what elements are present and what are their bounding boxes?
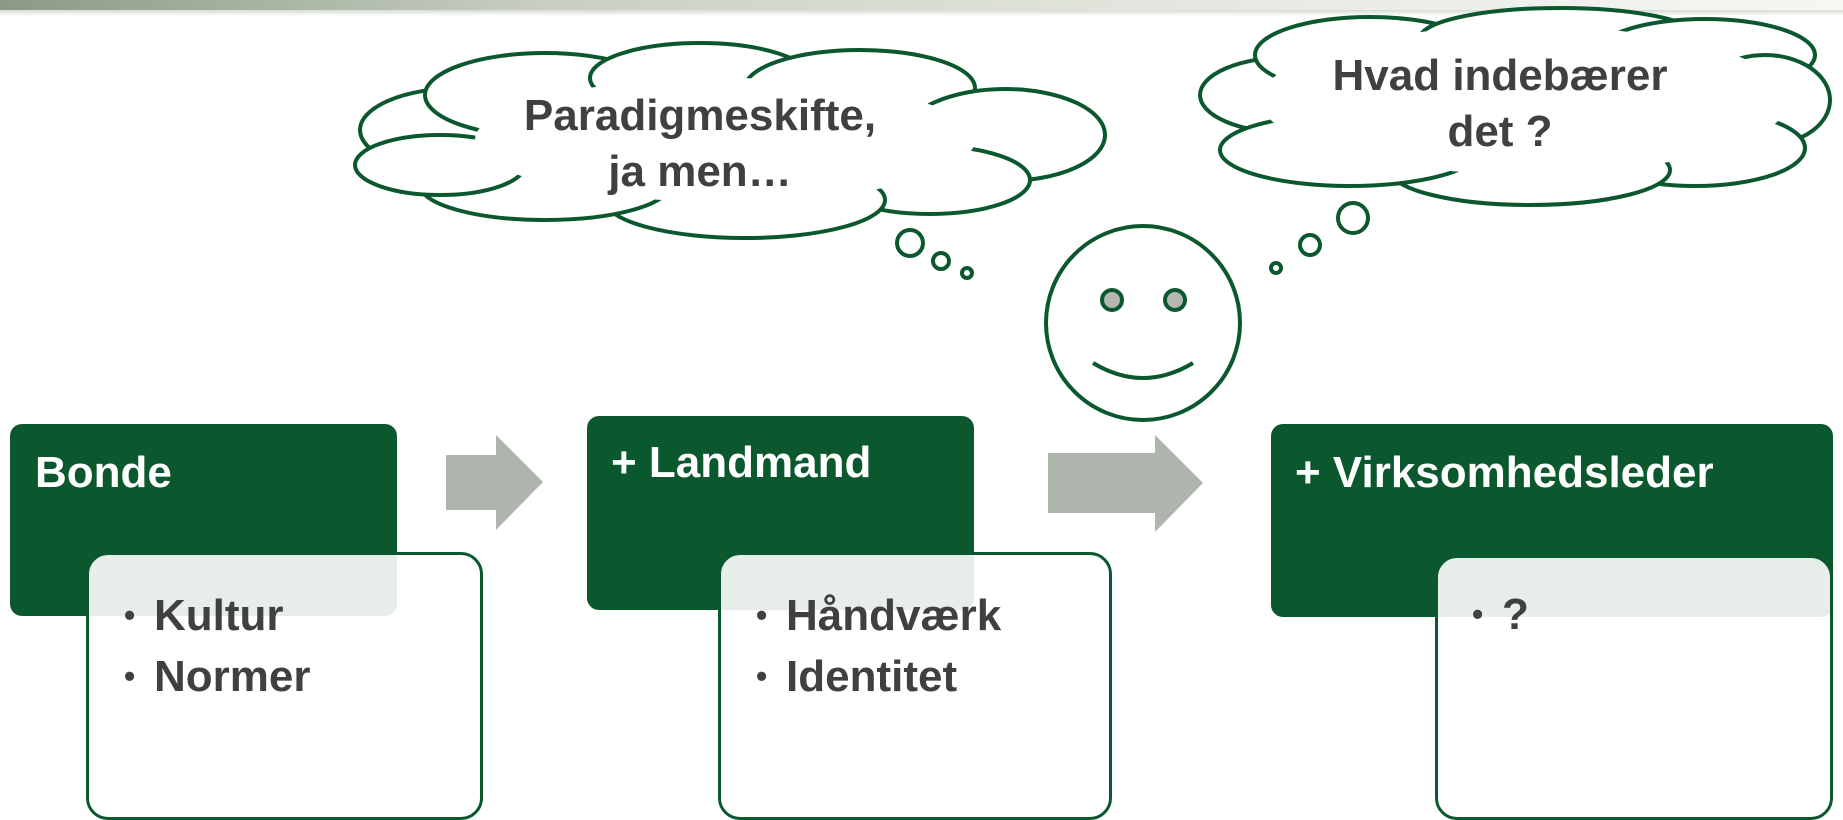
stage-bullet-list: • Håndværk • Identitet: [756, 585, 1001, 707]
thought-line-1: Paradigmeskifte,: [523, 91, 877, 140]
thought-line-2: ja men…: [608, 147, 792, 196]
right-arrow-icon: [446, 435, 543, 530]
bullet-icon: •: [124, 658, 136, 694]
bullet-icon: •: [756, 658, 768, 694]
stage-content-box: • Håndværk • Identitet: [718, 552, 1112, 820]
list-item: • Normer: [124, 646, 311, 707]
thought-bubbles-left: [895, 228, 974, 280]
bullet-icon: •: [124, 597, 136, 633]
stage-bullet-list: •?: [1472, 584, 1529, 645]
list-item: • Identitet: [756, 646, 1001, 707]
stage-content-box: • Kultur • Normer: [86, 552, 483, 820]
list-item-label: Normer: [154, 652, 311, 701]
list-item: • Håndværk: [756, 585, 1001, 646]
list-item: •?: [1472, 584, 1529, 645]
list-item-label: Kultur: [154, 591, 284, 640]
thought-cloud-icon: [353, 41, 1107, 240]
list-item-label: ?: [1502, 590, 1529, 639]
stage-content-box: •?: [1435, 555, 1833, 820]
bullet-icon: •: [1472, 596, 1484, 632]
thought-text-right: Hvad indebærer det ?: [1260, 48, 1740, 160]
thought-line-2: det ?: [1447, 107, 1553, 156]
top-header-shadow: [0, 10, 1843, 16]
thought-text-left: Paradigmeskifte, ja men…: [460, 88, 940, 200]
stage-title: + Virksomhedsleder: [1295, 448, 1714, 497]
thought-line-1: Hvad indebærer: [1332, 51, 1668, 100]
top-header-rule: [0, 0, 1843, 10]
thought-cloud-icon: [1198, 6, 1832, 207]
bullet-icon: •: [756, 597, 768, 633]
stage-title: Bonde: [35, 448, 172, 497]
list-item: • Kultur: [124, 585, 311, 646]
list-item-label: Håndværk: [786, 591, 1002, 640]
stage-title: + Landmand: [611, 438, 872, 487]
list-item-label: Identitet: [786, 652, 958, 701]
thought-bubbles-right: [1269, 201, 1370, 275]
smiley-face-icon: [1044, 224, 1242, 422]
stage-bullet-list: • Kultur • Normer: [124, 585, 311, 707]
right-arrow-icon: [1048, 435, 1203, 532]
